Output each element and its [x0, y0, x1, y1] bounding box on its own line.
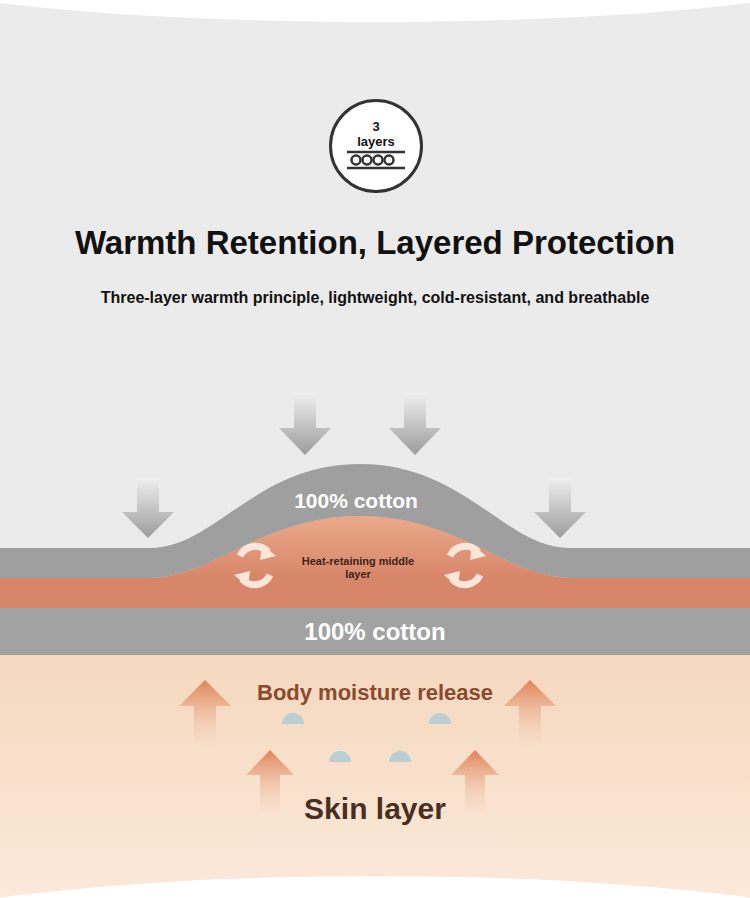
- top-arc: [0, 0, 750, 22]
- icon-circle: 3 layers: [329, 99, 423, 193]
- layer-label: Body moisture release: [0, 680, 750, 706]
- cotton-layer: 100% cotton: [256, 486, 456, 516]
- layer-label: Skin layer: [0, 791, 750, 827]
- moisture-droplets: [282, 713, 451, 762]
- layer-label: Heat-retaining middle layer: [290, 555, 426, 581]
- title: Warmth Retention, Layered Protection: [0, 222, 750, 263]
- subtitle: Three-layer warmth principle, lightweigh…: [0, 288, 750, 308]
- skin-layer: Body moisture releaseSkin layer: [0, 655, 750, 870]
- swirl-heads: [234, 544, 486, 587]
- bottom-arc: [0, 876, 750, 898]
- layer-icon: [347, 152, 405, 168]
- layer-label: 100% cotton: [294, 487, 418, 515]
- icon-circle: [329, 99, 423, 193]
- bottom-cotton-layer: [0, 608, 750, 655]
- middle-layer-band: [0, 578, 750, 610]
- layer-label: 100% cotton: [304, 612, 445, 652]
- swirl-arrows: [240, 546, 480, 584]
- layer-label: 3 layers: [352, 119, 400, 149]
- cotton-layer: 100% cotton: [0, 612, 750, 652]
- middle-layer: Heat-retaining middle layer: [282, 553, 434, 583]
